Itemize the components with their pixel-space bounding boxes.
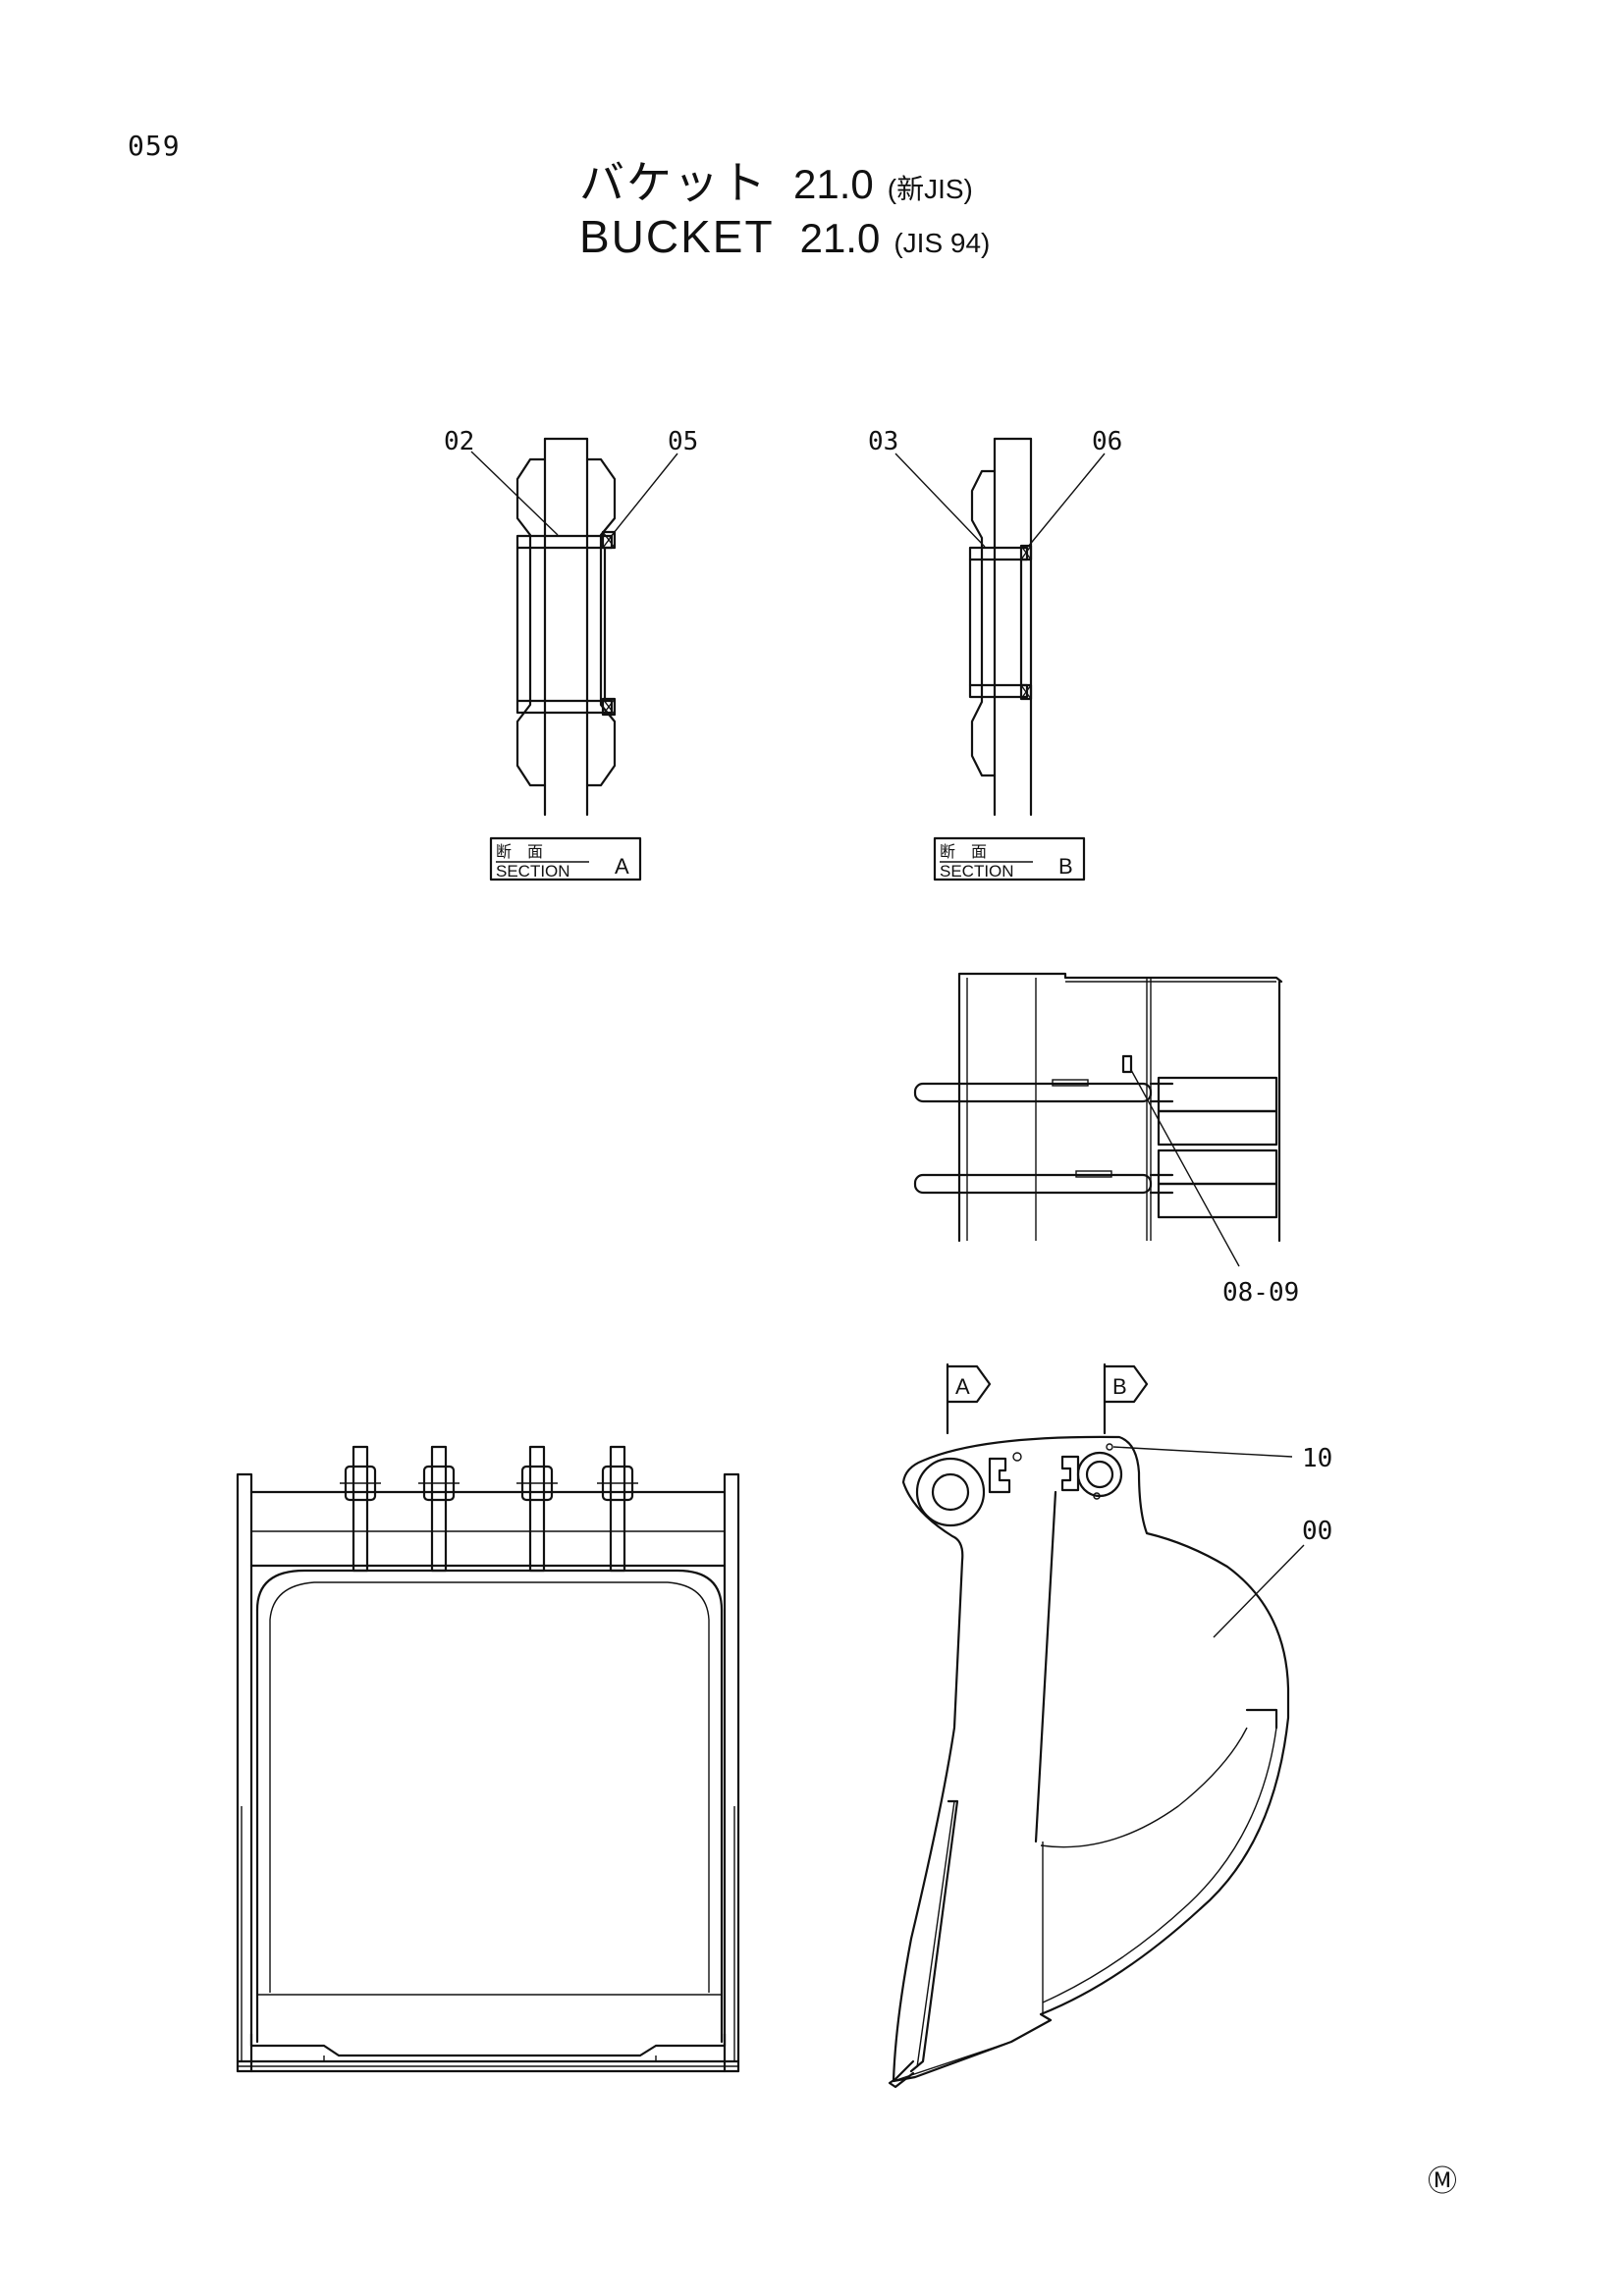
bucket-front-bracket-2 [418, 1445, 460, 1573]
callout-05: 05 [668, 427, 698, 456]
section-b-seal [1019, 544, 1033, 701]
bucket-side-pin-locks [988, 1443, 1113, 1500]
bucket-side-side-plate-edge [1034, 1490, 1057, 1843]
section-b-label-letter: B [1058, 854, 1073, 879]
view-marker-a: A [946, 1362, 992, 1435]
section-a-seal [601, 530, 617, 717]
title-japanese: バケット [579, 157, 768, 208]
section-b-label-en: SECTION [940, 862, 1014, 881]
title-block: バケット 21.0 (新JIS) BUCKET 21.0 (JIS 94) [579, 147, 1129, 273]
bucket-side-inner-contour [1040, 1727, 1248, 1848]
m-mark-symbol: Ⓜ [1428, 2165, 1457, 2198]
section-b-boss [970, 469, 997, 777]
page-number: 059 [128, 130, 181, 162]
bucket-side-wear-plate [1245, 1708, 1278, 1730]
bucket-front-bracket-1 [340, 1445, 381, 1573]
callout-10: 10 [1302, 1444, 1332, 1473]
bucket-side-outer-wear-line [1042, 1727, 1277, 2003]
callout-02: 02 [444, 427, 474, 456]
view-marker-b-letter: B [1112, 1374, 1127, 1399]
bucket-side-view: A B [888, 1362, 1332, 2089]
title-standard-japanese: (新JIS) [887, 174, 973, 204]
bucket-side-leader-10 [1112, 1446, 1293, 1458]
section-a-label-jp: 断 面 [496, 843, 543, 861]
callout-08-09: 08-09 [1222, 1278, 1299, 1308]
section-b-label: 断 面 SECTION B [933, 836, 1086, 881]
teeth-detail-view: 08-09 [913, 972, 1299, 1308]
title-line-english: BUCKET 21.0 (JIS 94) [579, 210, 1129, 273]
teeth-detail-lower-adapter [913, 1148, 1278, 1219]
callout-03: 03 [868, 427, 898, 456]
view-marker-b: B [1103, 1362, 1149, 1435]
bucket-side-pin-boss-a [915, 1457, 986, 1527]
view-marker-a-letter: A [955, 1374, 970, 1399]
section-b-leaders [894, 453, 1106, 548]
section-b-label-jp: 断 面 [940, 843, 987, 861]
section-b-bushing [968, 546, 1029, 699]
teeth-detail-upper-adapter [913, 1054, 1278, 1147]
section-b-shaft [993, 437, 1033, 817]
section-a-leaders [470, 451, 678, 539]
title-english: BUCKET [579, 211, 775, 262]
title-line-japanese: バケット 21.0 (新JIS) [579, 147, 1129, 210]
callout-06: 06 [1092, 427, 1122, 456]
section-a-view: 02 05 断 面 SECTION A [444, 427, 698, 881]
callout-00: 00 [1302, 1517, 1332, 1546]
bucket-front-cutting-edge [236, 2032, 740, 2073]
bucket-front-bracket-3 [516, 1445, 558, 1573]
section-a-label-letter: A [615, 854, 629, 879]
bucket-front-bracket-4 [597, 1445, 638, 1573]
title-standard-english: (JIS 94) [893, 228, 991, 258]
bucket-side-lip-and-tooth [888, 1799, 1012, 2089]
section-b-view: 03 06 断 面 SECTION B [868, 427, 1122, 881]
bucket-side-pin-boss-b [1076, 1451, 1123, 1498]
section-a-boss [515, 457, 617, 787]
section-a-label: 断 面 SECTION A [489, 836, 642, 881]
section-a-label-en: SECTION [496, 862, 570, 881]
section-a-shaft [543, 437, 589, 817]
bucket-side-leader-00 [1213, 1544, 1305, 1638]
title-size-japanese: 21.0 [793, 161, 874, 207]
teeth-detail-leader [1130, 1069, 1240, 1267]
bucket-front-view [236, 1445, 740, 2073]
section-a-bushing [515, 534, 614, 715]
title-size-english: 21.0 [799, 215, 881, 261]
